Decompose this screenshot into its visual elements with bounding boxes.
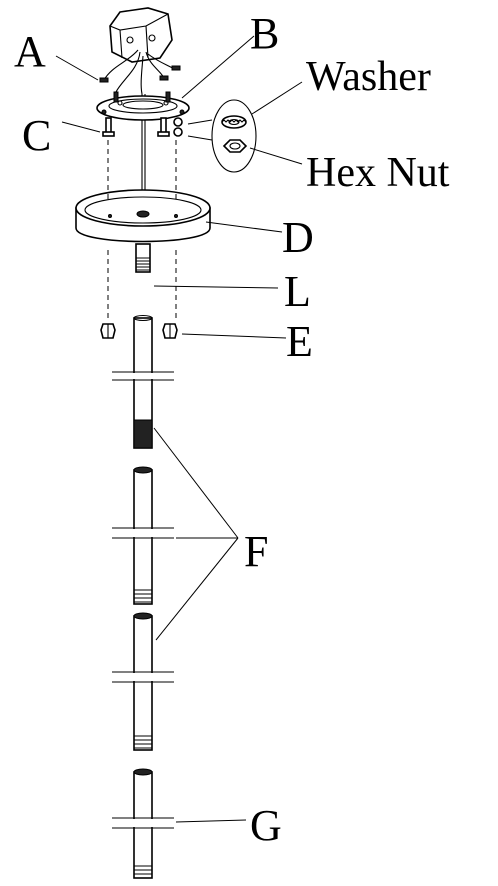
downrod-3 [112,612,174,751]
leader-lines [55,35,303,823]
label-a: A [14,27,46,76]
downrod-4 [112,768,174,879]
label-b: B [250,9,279,58]
label-l: L [284,267,311,316]
hardware-detail-inset [187,99,257,173]
label-e: E [286,317,313,366]
label-d: D [282,213,314,262]
label-washer: Washer [306,54,431,100]
alignment-lines [107,140,177,320]
label-hex-nut: Hex Nut [306,150,450,196]
threaded-nipple [135,243,151,273]
mounting-plate [96,91,190,121]
label-g: G [250,801,282,850]
junction-box [109,7,173,63]
canopy-nuts [100,323,178,339]
label-c: C [22,111,51,160]
canopy [75,189,211,243]
label-f: F [244,527,268,576]
washer-icon [221,115,247,129]
downrod-1 [112,314,174,449]
hex-nut-icon [222,139,248,153]
downrod-2 [112,466,174,605]
mounting-screws [102,117,183,137]
